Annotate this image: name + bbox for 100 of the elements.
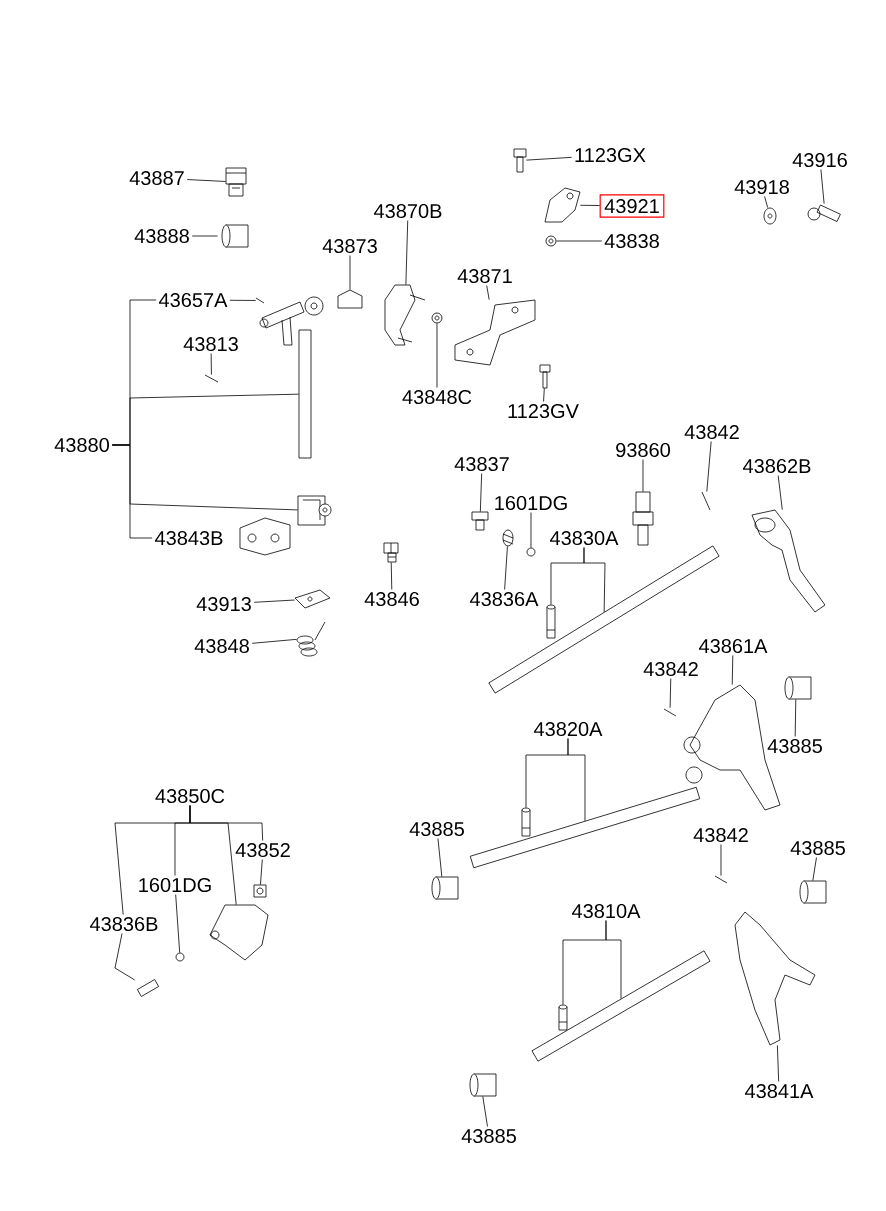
- callout-number: 43873: [322, 238, 377, 254]
- leader-line: [764, 196, 769, 208]
- leader-line: [114, 933, 135, 981]
- leader-line: [812, 857, 817, 881]
- bushing-drawing: [799, 880, 827, 904]
- bracket-drawing: [384, 284, 426, 346]
- pin-drawing: [714, 875, 728, 884]
- leader-line: [777, 475, 783, 510]
- callout-number: 43836A: [469, 591, 539, 607]
- bolt-drawing: [807, 204, 841, 222]
- callout-number: 43852: [235, 842, 290, 858]
- clip-drawing: [337, 289, 363, 309]
- shaft: [531, 950, 711, 1062]
- pin-drawing: [255, 297, 265, 304]
- leader-line: [479, 473, 483, 512]
- leader-line: [253, 599, 295, 603]
- leader-line: [437, 838, 443, 877]
- leader-line: [349, 255, 351, 290]
- leader-line: [189, 805, 264, 841]
- washer-drawing: [763, 207, 777, 225]
- highlighted-callout-number: 43921: [599, 194, 665, 218]
- leader-line: [794, 699, 797, 737]
- leader-line: [482, 1096, 488, 1127]
- leader-line: [260, 859, 263, 885]
- callout-number: 43838: [604, 233, 659, 249]
- callout-number: 43846: [364, 591, 419, 607]
- bushing-drawing: [253, 884, 267, 898]
- leader-line: [526, 156, 573, 161]
- callout-number: 43862B: [742, 458, 811, 474]
- plug-drawing: [225, 167, 247, 197]
- callout-number: 1601DG: [139, 877, 211, 893]
- leader-line: [229, 299, 256, 301]
- leader-line: [669, 678, 672, 708]
- callout-number: 43837: [454, 456, 509, 472]
- leader-line: [720, 844, 722, 876]
- block-drawing: [297, 495, 332, 526]
- callout-number: 43871: [457, 268, 512, 284]
- leader-line: [731, 655, 734, 685]
- leader-line: [111, 444, 153, 539]
- leader-line: [191, 235, 218, 237]
- plate-drawing: [454, 299, 536, 366]
- nut-drawing: [545, 235, 557, 247]
- callout-number: 43813: [183, 336, 238, 352]
- callout-number: 1123GV: [508, 403, 579, 419]
- clip-drawing: [431, 312, 443, 324]
- callout-number: 43885: [767, 738, 822, 754]
- callout-number: 43885: [409, 821, 464, 837]
- bracket-drawing: [544, 187, 581, 223]
- callout-number: 43887: [129, 170, 184, 186]
- callout-number: 43913: [196, 596, 251, 612]
- callout-number: 43848: [194, 638, 249, 654]
- screw-drawing: [136, 979, 160, 997]
- callout-number: 43861A: [698, 638, 768, 654]
- leader-line: [580, 204, 600, 206]
- leader-line: [776, 1045, 780, 1082]
- leader-line: [530, 512, 532, 548]
- callout-number: 43810A: [571, 903, 641, 919]
- leader-line: [175, 894, 181, 953]
- leader-line: [642, 459, 644, 492]
- pin-drawing: [521, 807, 531, 837]
- callout-number: 43880: [54, 437, 109, 453]
- pin-drawing: [663, 708, 677, 717]
- leader-line: [543, 388, 545, 402]
- fork-drawing: [751, 509, 826, 613]
- callout-number: 43843B: [155, 530, 223, 546]
- callout-number: 43842: [684, 424, 739, 440]
- leader-line: [405, 220, 409, 285]
- bushing-drawing: [221, 224, 249, 248]
- bushing-drawing: [469, 1073, 497, 1097]
- callout-number: 43870B: [374, 203, 442, 219]
- callout-number: 43820A: [533, 721, 603, 737]
- leader-line: [251, 638, 297, 644]
- leader-line: [390, 562, 393, 590]
- pin-drawing: [558, 1004, 568, 1031]
- callout-number: 43888: [134, 228, 189, 244]
- spring-drawing: [502, 529, 514, 547]
- shaft: [298, 329, 312, 459]
- callout-number: 43842: [643, 661, 698, 677]
- callout-number: 43657A: [159, 292, 228, 308]
- leader-line: [556, 240, 603, 242]
- callout-number: 43918: [734, 179, 789, 195]
- callout-number: 43848C: [402, 389, 472, 405]
- leader-line: [567, 738, 586, 822]
- pin-drawing: [546, 604, 556, 639]
- fork-drawing: [734, 911, 816, 1046]
- callout-number: 1123GX: [575, 147, 646, 163]
- leader-line: [583, 547, 606, 613]
- callout-number: 43841A: [744, 1083, 814, 1099]
- leader-line: [706, 441, 712, 492]
- plug-drawing: [383, 542, 399, 563]
- switch-drawing: [632, 491, 654, 546]
- plate-drawing: [294, 589, 331, 609]
- bushing-drawing: [431, 876, 459, 900]
- leader-line: [186, 179, 226, 182]
- leader-line: [504, 546, 508, 590]
- callout-number: 43830A: [549, 530, 619, 546]
- bushing-drawing: [784, 676, 812, 700]
- leader-line: [820, 169, 825, 204]
- bolt-drawing: [539, 364, 551, 389]
- leader-line: [436, 323, 438, 388]
